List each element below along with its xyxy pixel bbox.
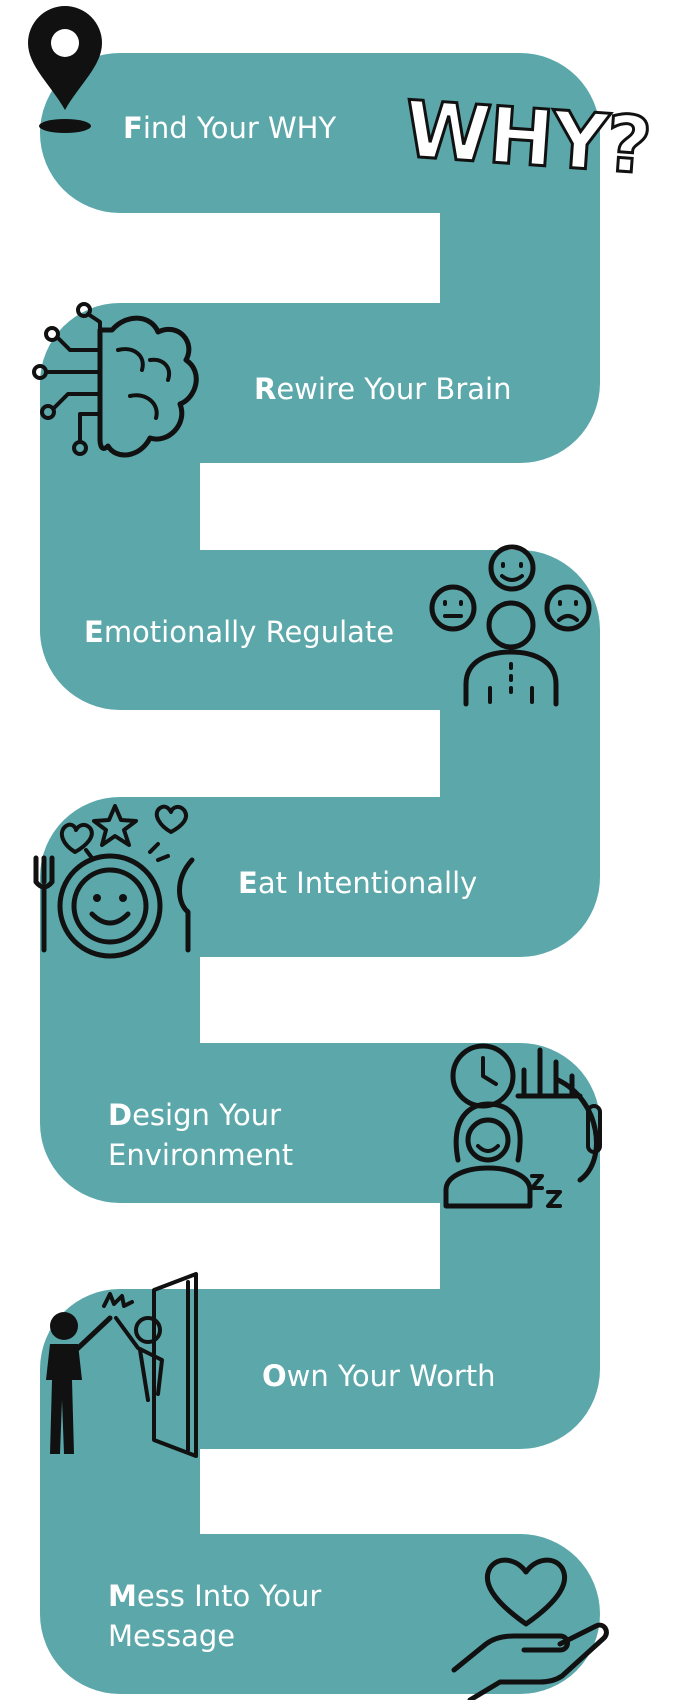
lifestyle-woman-icon	[443, 1043, 602, 1209]
step-initial: D	[108, 1098, 133, 1132]
step-initial: O	[262, 1359, 287, 1393]
step-label: ess Into Your	[136, 1579, 322, 1613]
step-label: at Intentionally	[257, 866, 478, 900]
step-find-your-why: Find Your WHY	[123, 108, 336, 148]
step-mess-into-your-message: Mess Into Your Message	[108, 1576, 321, 1656]
map-pin-icon	[28, 6, 102, 133]
why-question-icon: WHY?	[400, 84, 654, 194]
step-label: wn Your Worth	[286, 1359, 496, 1393]
step-label: motionally Regulate	[103, 615, 395, 649]
heart-hand-icon	[451, 1557, 609, 1700]
step-design-your-environment: Design Your Environment	[108, 1095, 293, 1175]
step-label: esign Your	[132, 1098, 282, 1132]
happy-plate-icon	[33, 804, 195, 959]
step-own-your-worth: Own Your Worth	[262, 1356, 496, 1396]
step-initial: E	[238, 866, 258, 900]
circuit-brain-icon	[32, 302, 199, 458]
emotions-person-icon	[429, 544, 592, 707]
step-emotionally-regulate: Emotionally Regulate	[84, 612, 394, 652]
mirror-high-five-icon	[46, 1272, 198, 1458]
step-initial: M	[108, 1579, 137, 1613]
step-initial: E	[84, 615, 104, 649]
step-initial: F	[123, 111, 143, 145]
step-label-line2: Message	[108, 1619, 236, 1653]
svg-text:WHY?: WHY?	[402, 85, 653, 192]
step-initial: R	[254, 372, 277, 406]
step-rewire-your-brain: Rewire Your Brain	[254, 369, 511, 409]
step-label: ind Your WHY	[142, 111, 337, 145]
step-label: ewire Your Brain	[276, 372, 512, 406]
step-label-line2: Environment	[108, 1138, 294, 1172]
step-eat-intentionally: Eat Intentionally	[238, 863, 477, 903]
